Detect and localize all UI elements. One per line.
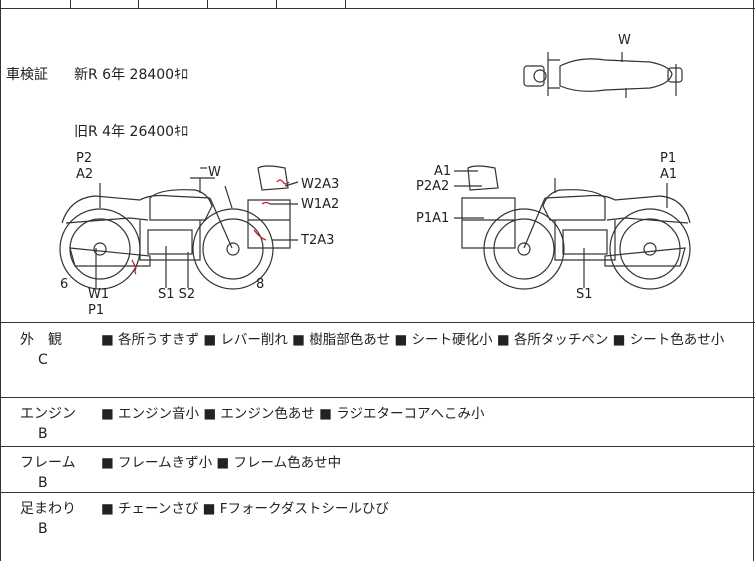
section-notes: ■ フレームきず小 ■ フレーム色あせ中 bbox=[101, 455, 342, 471]
section-notes: ■ チェーンさび ■ Fフォークダストシールひび bbox=[101, 501, 389, 517]
label-left-w: W bbox=[208, 165, 221, 180]
label-left-w1: W1 bbox=[88, 287, 109, 302]
top-view-motorcycle bbox=[523, 52, 683, 98]
section-notes: ■ 各所うすきず ■ レバー削れ ■ 樹脂部色あせ ■ シート硬化小 ■ 各所タ… bbox=[101, 332, 725, 348]
label-right-s1: S1 bbox=[576, 287, 593, 302]
label-right-a1: A1 bbox=[434, 164, 451, 179]
inspection-new-mileage: 新R 6年 28400ｷﾛ bbox=[74, 67, 189, 83]
label-left-t2a3: T2A3 bbox=[300, 233, 334, 248]
label-left-p2: P2 bbox=[76, 151, 92, 166]
label-left-s1s2: S1 S2 bbox=[158, 287, 195, 302]
label-right-p1a1: P1A1 bbox=[416, 211, 449, 226]
inspection-old-mileage: 旧R 4年 26400ｷﾛ bbox=[74, 124, 189, 140]
condition-sections: 外 観 C ■ 各所うすきず ■ レバー削れ ■ 樹脂部色あせ ■ シート硬化小… bbox=[0, 322, 755, 562]
inspection-label: 車検証 bbox=[6, 67, 48, 83]
section-grade: B bbox=[38, 426, 48, 442]
section-suspension: 足まわり B ■ チェーンさび ■ Fフォークダストシールひび bbox=[0, 492, 755, 562]
inspection-info: 車検証 新R 6年 28400ｷﾛ 旧R 4年 26400ｷﾛ bbox=[6, 28, 188, 180]
label-left-p1: P1 bbox=[88, 303, 104, 318]
label-left-w2a3: W2A3 bbox=[301, 177, 339, 192]
damage-diagram: 車検証 新R 6年 28400ｷﾛ 旧R 4年 26400ｷﾛ bbox=[0, 8, 755, 322]
section-exterior: 外 観 C ■ 各所うすきず ■ レバー削れ ■ 樹脂部色あせ ■ シート硬化小… bbox=[0, 323, 755, 398]
label-left-6: 6 bbox=[60, 277, 68, 292]
section-grade: B bbox=[38, 475, 48, 491]
motorcycle-diagram-svg: W P2 A2 W W2A3 W1A2 T2A3 6 W1 P1 S1 S2 8… bbox=[59, 33, 691, 318]
right-side-motorcycle bbox=[461, 165, 691, 290]
section-notes: ■ エンジン音小 ■ エンジン色あせ ■ ラジエターコアへこみ小 bbox=[101, 406, 485, 422]
section-title: 外 観 bbox=[20, 332, 62, 348]
section-title: エンジン bbox=[20, 406, 76, 422]
label-top-w: W bbox=[618, 33, 631, 48]
section-grade: C bbox=[38, 352, 48, 368]
label-left-a2: A2 bbox=[76, 167, 93, 182]
label-left-8: 8 bbox=[256, 277, 264, 292]
label-right-p2a2: P2A2 bbox=[416, 179, 449, 194]
section-frame: フレーム B ■ フレームきず小 ■ フレーム色あせ中 bbox=[0, 446, 755, 493]
section-title: フレーム bbox=[20, 455, 76, 471]
section-title: 足まわり bbox=[20, 501, 76, 517]
section-engine: エンジン B ■ エンジン音小 ■ エンジン色あせ ■ ラジエターコアへこみ小 bbox=[0, 397, 755, 447]
label-left-w1a2: W1A2 bbox=[301, 197, 339, 212]
label-right-a1b: A1 bbox=[660, 167, 677, 182]
left-side-motorcycle bbox=[59, 165, 291, 290]
label-right-p1: P1 bbox=[660, 151, 676, 166]
section-grade: B bbox=[38, 521, 48, 537]
top-table-edge bbox=[0, 0, 755, 9]
